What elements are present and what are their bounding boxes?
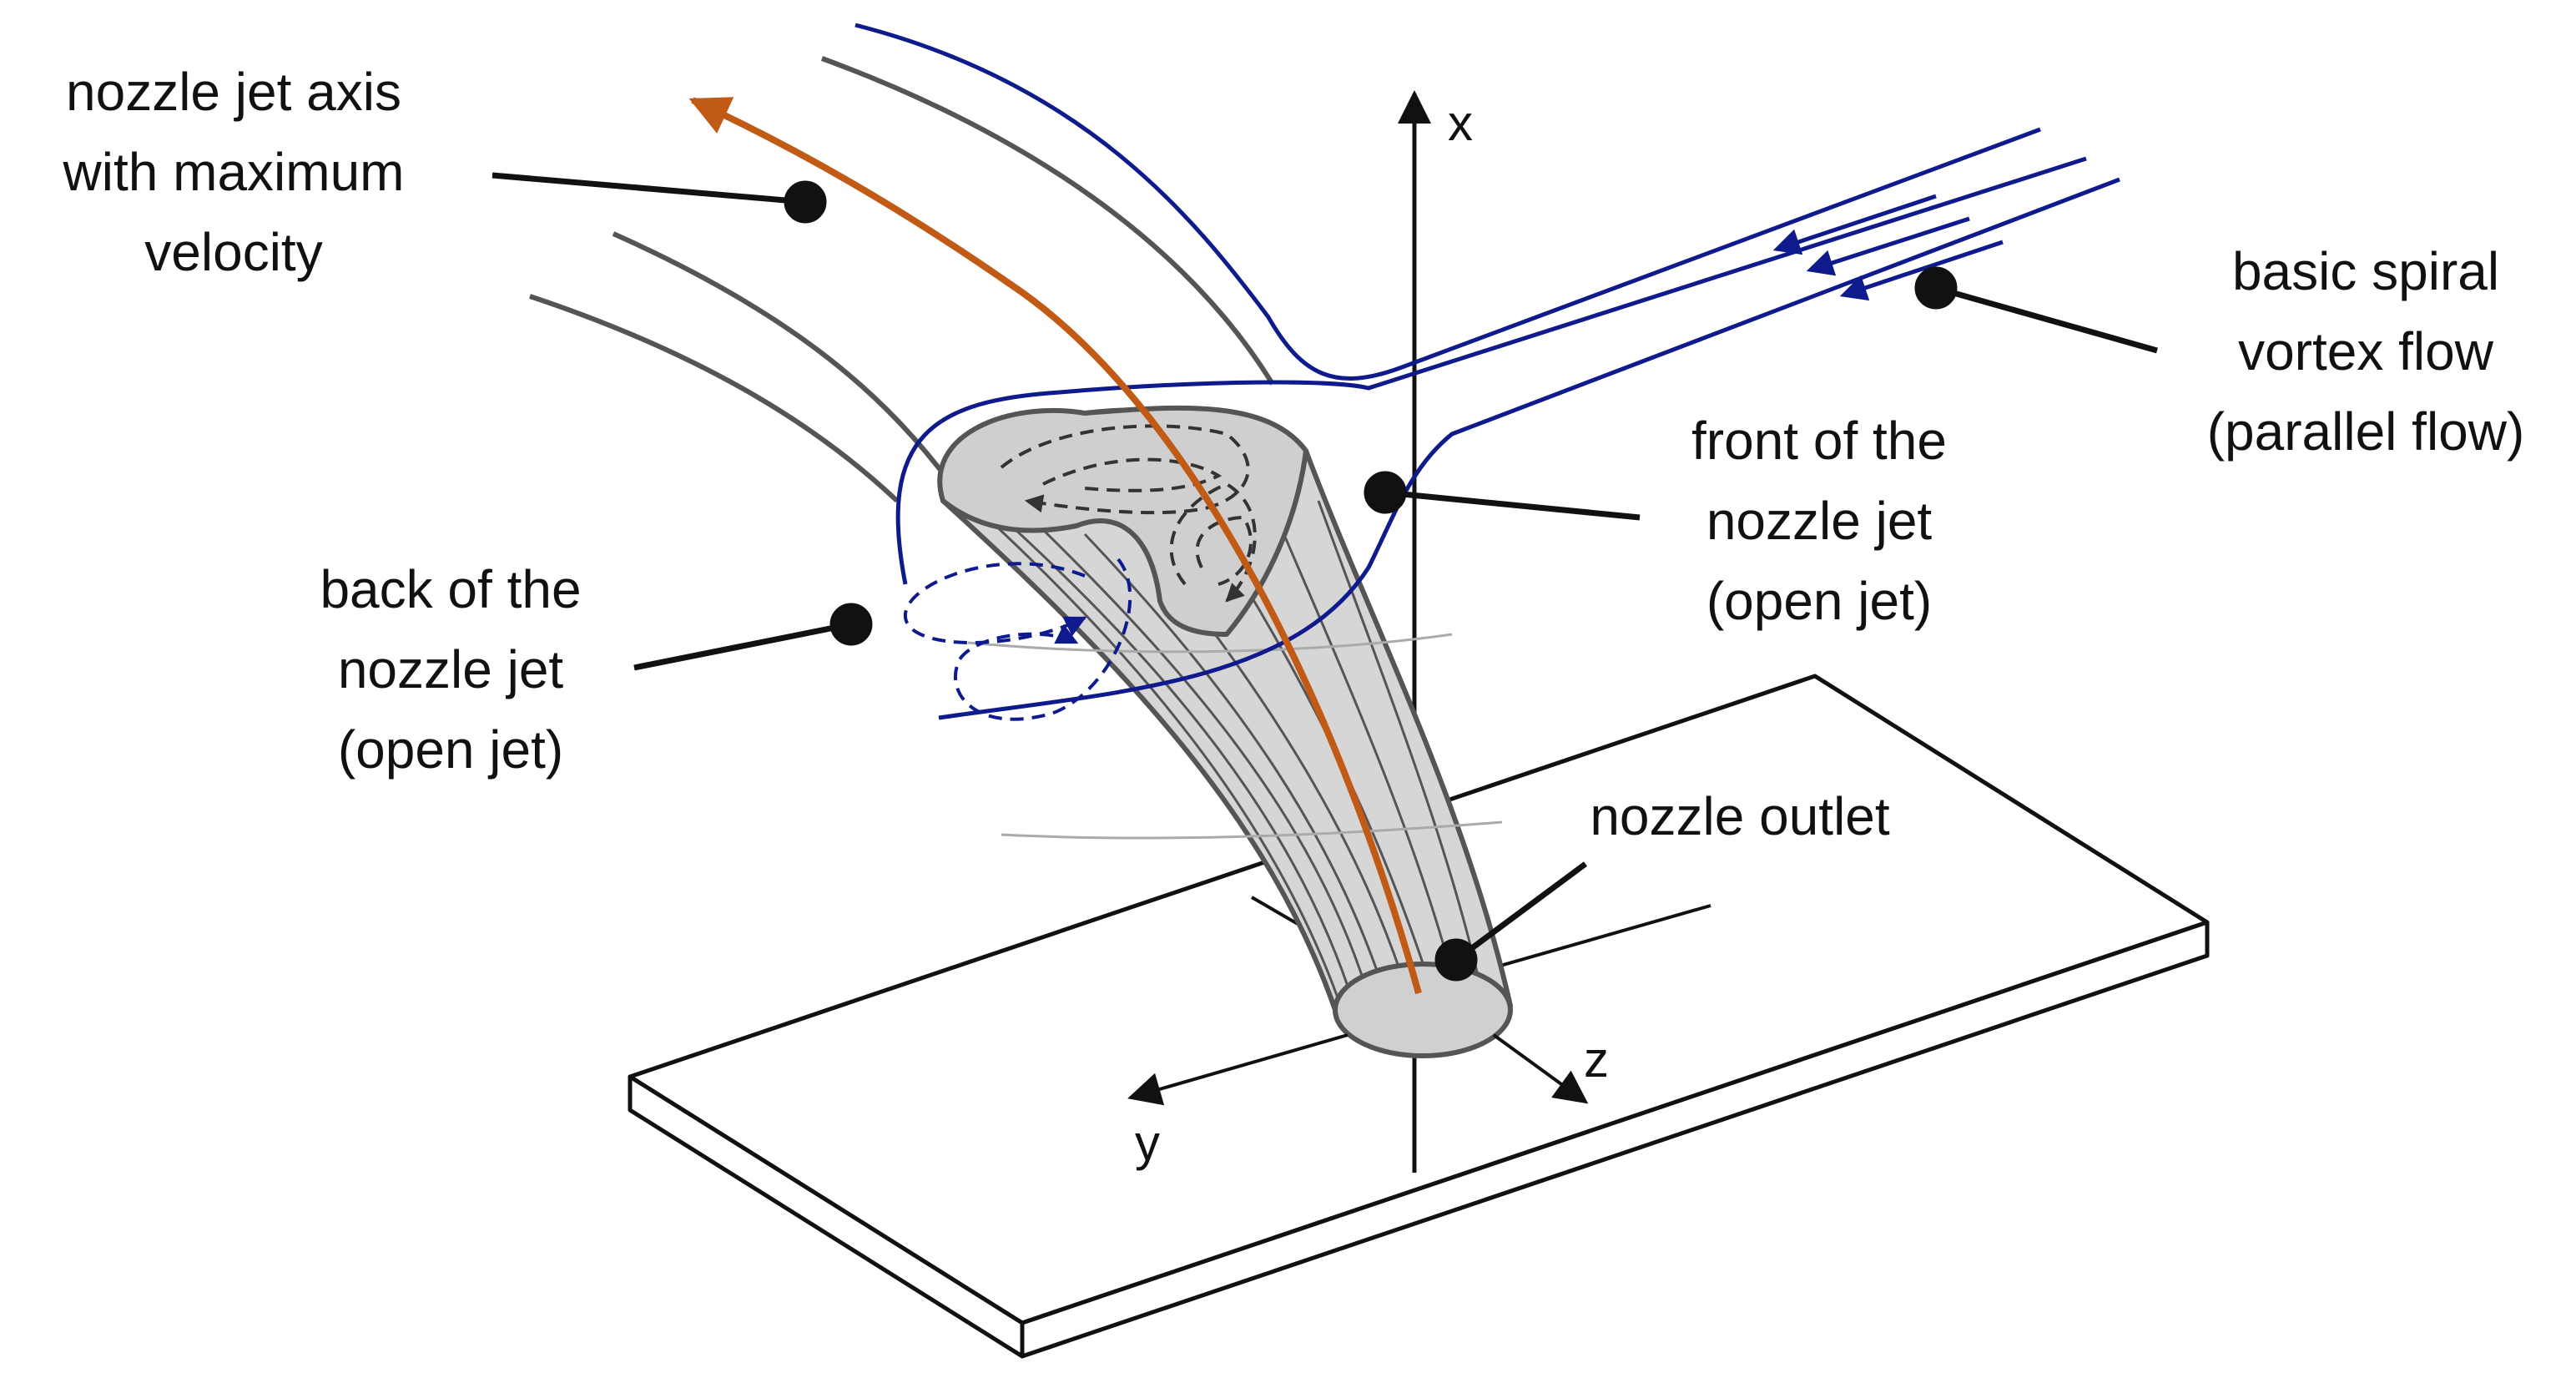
svg-text:nozzle jet axis: nozzle jet axis (66, 62, 401, 122)
svg-text:(open jet): (open jet) (338, 719, 563, 780)
dot-spiral-flow (1914, 266, 1958, 310)
back-vortex (903, 558, 1132, 721)
nozzle-jet-body (937, 405, 1513, 1058)
svg-text:back of the: back of the (320, 559, 581, 619)
svg-text:front of the: front of the (1691, 411, 1947, 471)
axis-label-z: z (1584, 1032, 1609, 1088)
y-axis (1127, 1033, 1348, 1106)
axis-label-x: x (1448, 95, 1473, 151)
z-axis (1492, 1033, 1589, 1104)
label-front: front of the nozzle jet (open jet) (1691, 411, 1947, 631)
svg-text:(parallel flow): (parallel flow) (2207, 401, 2525, 462)
jet-axis-arrow (688, 97, 1422, 995)
label-outlet: nozzle outlet (1590, 786, 1890, 846)
spiral-vortex-flow (854, 23, 2120, 720)
label-spiral-flow: basic spiral vortex flow (parallel flow) (2207, 241, 2525, 462)
svg-text:nozzle jet: nozzle jet (338, 639, 564, 699)
svg-text:nozzle outlet: nozzle outlet (1590, 786, 1890, 846)
svg-text:(open jet): (open jet) (1706, 571, 1932, 631)
svg-text:velocity: velocity (144, 222, 322, 282)
svg-text:vortex flow: vortex flow (2238, 321, 2494, 381)
label-jet-axis: nozzle jet axis with maximum velocity (63, 62, 405, 282)
jet-cross-section (937, 405, 1308, 637)
leaders (492, 172, 2158, 982)
jet-boundary-streamlines (529, 56, 1275, 503)
svg-text:nozzle jet: nozzle jet (1706, 491, 1933, 551)
label-back: back of the nozzle jet (open jet) (320, 559, 581, 780)
svg-text:basic spiral: basic spiral (2232, 241, 2499, 301)
nozzle-outlet-ellipse (1333, 962, 1513, 1058)
dot-back (829, 603, 873, 646)
dot-front (1364, 471, 1407, 514)
dot-outlet (1434, 938, 1478, 982)
dot-jet-axis (784, 180, 827, 224)
front-axes (1127, 1033, 1589, 1106)
svg-text:with maximum: with maximum (63, 142, 405, 202)
axis-label-y: y (1135, 1115, 1160, 1171)
